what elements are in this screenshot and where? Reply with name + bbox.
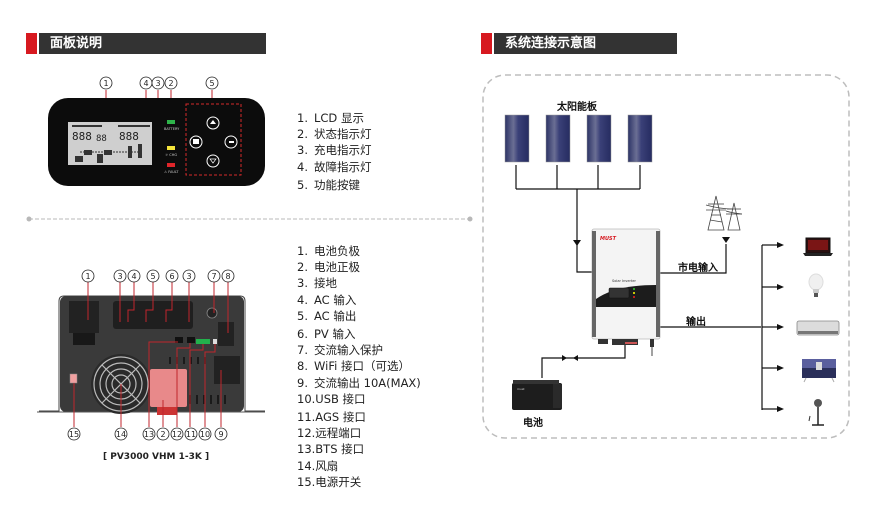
svg-text:BATTERY: BATTERY — [164, 127, 180, 131]
callout-3: 3 — [155, 79, 160, 88]
rear-callout-bottom: 10 — [200, 430, 210, 439]
arrow-right-icon — [562, 355, 567, 361]
legend-item: 8.WiFi 接口（可选） — [297, 359, 410, 374]
legend-item: 2.状态指示灯 — [297, 127, 372, 142]
legend-item: 3.充电指示灯 — [297, 143, 372, 158]
svg-text:⚠ FAULT: ⚠ FAULT — [164, 170, 179, 174]
legend-item: 14.风扇 — [297, 458, 339, 473]
model-caption: [ PV3000 VHM 1-3K ] — [103, 452, 210, 462]
fan-icon — [808, 399, 824, 426]
rear-callout-bottom: 12 — [172, 430, 182, 439]
rear-callout-bottom: 14 — [116, 430, 126, 439]
power-grid-tower-icon — [705, 195, 743, 231]
laptop-icon — [803, 237, 833, 256]
light-bulb-icon — [808, 273, 824, 297]
solar-panel — [627, 114, 653, 163]
rear-callout-bottom: 15 — [69, 430, 79, 439]
inverter: MUST Solar Inverter — [591, 228, 661, 356]
legend-item: 1.电池负极 — [297, 244, 360, 258]
legend-item: 5.功能按键 — [297, 177, 360, 192]
rear-callout-top: 1 — [85, 272, 90, 281]
arrow-left-icon — [573, 355, 578, 361]
arrow-right-icon — [777, 365, 784, 371]
status-indicator-led — [167, 120, 175, 124]
panel-section-header: 面板说明 — [26, 33, 266, 54]
rear-callout-top: 8 — [225, 272, 230, 281]
diagram-frame — [482, 74, 850, 439]
air-conditioner-icon — [796, 320, 840, 336]
panel-section-title: 面板说明 — [39, 33, 266, 54]
legend-item: 11.AGS 接口 — [297, 410, 366, 425]
rear-callout-bottom: 2 — [160, 430, 165, 439]
arrow-right-icon — [777, 324, 784, 330]
rear-callout-bottom: 9 — [218, 430, 223, 439]
legend-item: 12.远程端口 — [297, 426, 362, 441]
rear-callout-top: 5 — [150, 272, 155, 281]
output-label: 输出 — [686, 317, 706, 328]
rear-callout-bottom: 11 — [186, 430, 196, 439]
rear-callout-top: 3 — [186, 272, 191, 281]
arrow-down-icon — [573, 240, 581, 246]
inverter-brand: MUST — [600, 236, 617, 242]
solar-panel — [545, 114, 571, 163]
callout-5: 5 — [209, 79, 214, 88]
legend-item: 10.USB 接口 — [297, 391, 366, 406]
legend-item: 3.接地 — [297, 276, 337, 291]
svg-text:☼ CHG: ☼ CHG — [165, 153, 177, 157]
solar-panel — [586, 114, 612, 163]
callout-4: 4 — [143, 79, 148, 88]
rear-callout-bottom: 13 — [144, 430, 154, 439]
rear-callout-top: 4 — [131, 272, 136, 281]
rear-panel-illustration — [37, 295, 265, 415]
header-accent — [26, 33, 37, 54]
legend-item: 4.故障指示灯 — [297, 159, 372, 174]
rear-callout-top: 7 — [211, 272, 216, 281]
arrow-down-icon — [722, 237, 730, 243]
legend-item: 4.AC 输入 — [297, 292, 357, 307]
television-icon — [802, 359, 836, 383]
rear-legend-list: 1.电池负极 2.电池正极 3.接地 4.AC 输入 5.AC 输出 6.PV … — [297, 243, 421, 490]
svg-text:88: 88 — [96, 134, 107, 144]
solar-panel — [504, 114, 530, 163]
inverter-model-text: Solar Inverter — [612, 279, 636, 283]
down-button — [206, 154, 220, 168]
legend-item: 5.AC 输出 — [297, 308, 357, 323]
legend-item: 15.电源开关 — [297, 474, 362, 489]
system-section-header: 系统连接示意图 — [481, 33, 677, 54]
grid-input-label: 市电输入 — [678, 263, 718, 274]
system-section-title: 系统连接示意图 — [494, 33, 677, 54]
up-button — [206, 116, 220, 130]
arrow-right-icon — [777, 284, 784, 290]
function-keys-box — [185, 103, 242, 176]
legend-item: 7.交流输入保护 — [297, 343, 383, 358]
svg-text:888: 888 — [72, 130, 92, 143]
rear-callout-top: 6 — [169, 272, 174, 281]
callout-1: 1 — [103, 79, 108, 88]
legend-item: 13.BTS 接口 — [297, 442, 365, 457]
callout-2: 2 — [168, 79, 173, 88]
battery-label: 电池 — [523, 418, 543, 429]
solar-panels — [504, 114, 653, 163]
svg-text:must: must — [517, 387, 525, 391]
legend-item: 2.电池正极 — [297, 260, 360, 275]
svg-text:888: 888 — [119, 130, 139, 143]
fault-indicator-led — [167, 163, 175, 167]
solar-panel-label: 太阳能板 — [557, 102, 597, 113]
charge-indicator-led — [167, 146, 175, 150]
rear-callout-top: 3 — [117, 272, 122, 281]
arrow-right-icon — [777, 406, 784, 412]
legend-item: 6.PV 输入 — [297, 327, 356, 342]
enter-button — [224, 135, 238, 149]
legend-item: 1.LCD 显示 — [297, 111, 364, 125]
battery-icon: must — [512, 380, 562, 410]
arrow-right-icon — [777, 242, 784, 248]
setting-button — [189, 135, 203, 149]
header-accent — [481, 33, 492, 54]
panel-legend-list: 1.LCD 显示 2.状态指示灯 3.充电指示灯 4.故障指示灯 5.功能按键 — [297, 110, 372, 193]
legend-item: 9.交流输出 10A(MAX) — [297, 375, 421, 390]
